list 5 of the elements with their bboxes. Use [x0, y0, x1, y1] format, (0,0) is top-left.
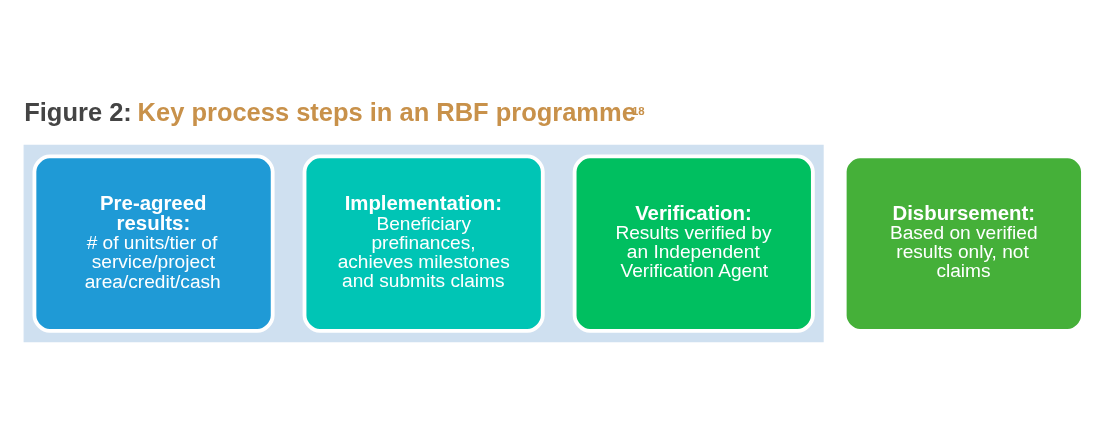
node-box: Verification: Results verified by an Independent Verification Agent — [572, 153, 815, 333]
diagram-title: Figure 2: Key process steps in an RBF programme$^{18}$ — [24, 97, 645, 126]
cluster — [23, 144, 824, 342]
node-box: Pre-agreed results: # of units/tier of service/project area/credit/cash — [32, 153, 275, 333]
node-box: Implementation: Beneficiary prefinances, achieves milestones and submits claims — [302, 153, 545, 333]
